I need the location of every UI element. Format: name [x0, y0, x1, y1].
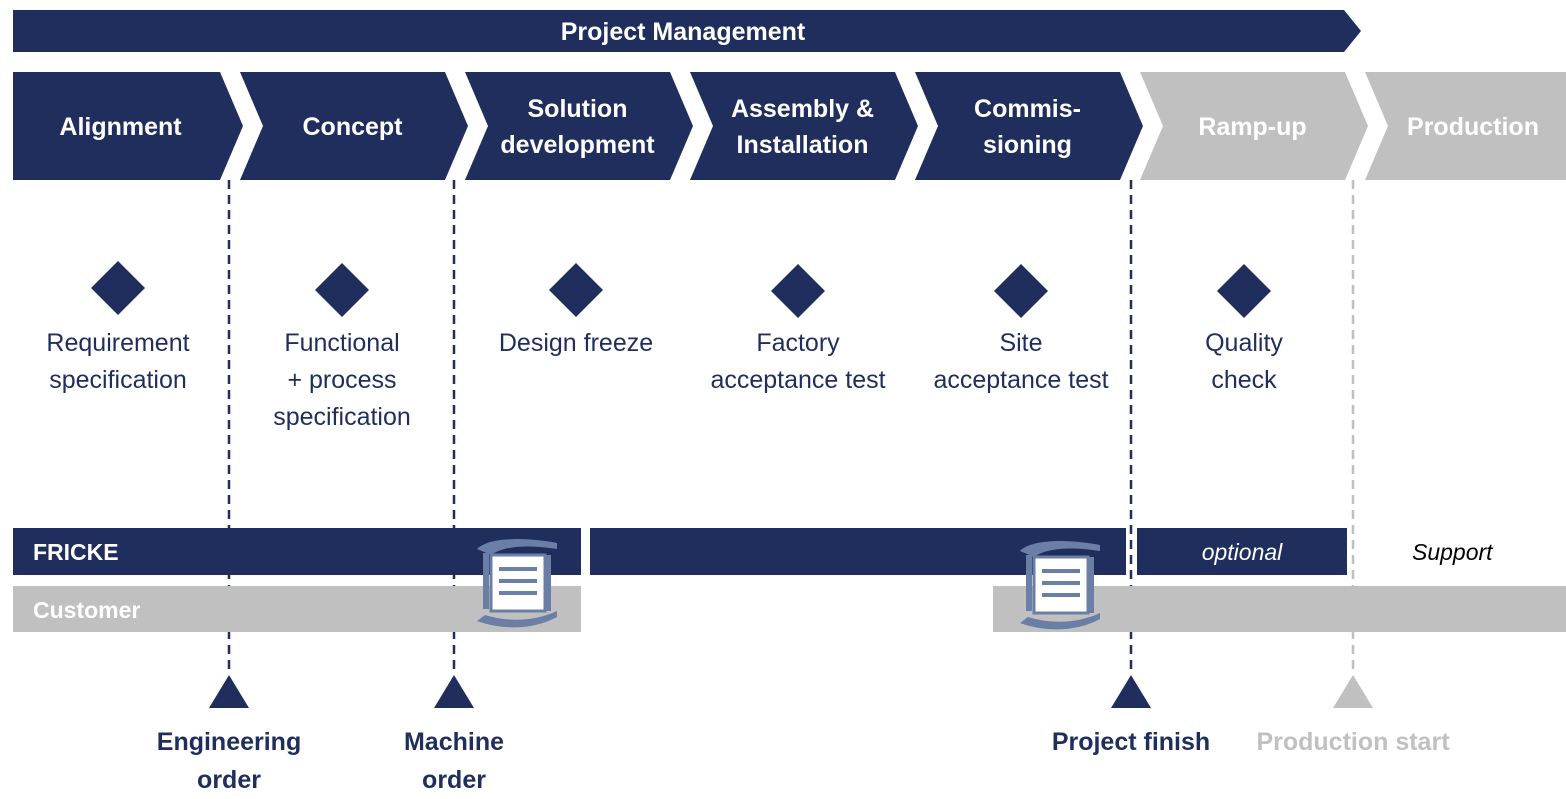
milestone-label-factory-acceptance-test: Factory acceptance test — [710, 329, 886, 394]
gate-triangle-machine-order — [434, 675, 474, 708]
fricke-label: FRICKE — [33, 539, 119, 565]
handover-icon — [477, 539, 557, 628]
milestone-diamond — [994, 264, 1048, 318]
fricke-bar-optional — [1137, 528, 1347, 575]
phase-chevron-commissioning — [915, 72, 1143, 180]
phase-chevron-ramp-up — [1140, 72, 1368, 180]
milestone-diamond — [771, 264, 825, 318]
phase-label-commissioning: Commis- sioning — [974, 95, 1081, 159]
milestone-label-quality-check: Quality check — [1205, 329, 1283, 394]
customer-label: Customer — [33, 597, 141, 623]
gate-triangle-production-start — [1333, 675, 1373, 708]
milestone-diamond — [549, 263, 603, 317]
phase-chevron-solution-development — [465, 72, 693, 180]
phase-label-alignment: Alignment — [59, 113, 182, 141]
optional-label: optional — [1201, 539, 1283, 565]
phase-label-ramp-up: Ramp-up — [1198, 113, 1307, 141]
milestone-label-design-freeze: Design freeze — [498, 329, 654, 357]
support-label: Support — [1412, 539, 1493, 565]
milestone-label-functional-process-specification: Functional + process specification — [273, 329, 411, 431]
gate-label-production-start: Production start — [1256, 728, 1450, 756]
phase-chevron-concept — [240, 72, 468, 180]
gate-triangle-engineering-order — [209, 675, 249, 708]
gate-label-engineering-order: Engineering order — [156, 728, 302, 794]
project-management-label: Project Management — [560, 18, 806, 46]
project-management-banner — [13, 10, 1361, 52]
gate-triangle-project-finish — [1111, 675, 1151, 708]
milestone-label-site-acceptance-test: Site acceptance test — [933, 329, 1109, 394]
phase-chevron-assembly-installation — [690, 72, 918, 180]
phase-label-production: Production — [1407, 113, 1539, 141]
handover-icon — [1020, 541, 1100, 630]
phase-label-solution-development: Solution development — [500, 95, 655, 159]
milestone-diamond — [315, 263, 369, 317]
milestone-diamond — [1217, 264, 1271, 318]
gate-label-project-finish: Project finish — [1051, 728, 1211, 756]
milestone-label-requirement-specification: Requirement specification — [46, 329, 190, 394]
milestone-diamond — [91, 261, 145, 315]
gate-label-machine-order: Machine order — [403, 728, 505, 794]
phase-chevron-alignment — [13, 72, 243, 180]
phase-label-assembly-installation: Assembly & Installation — [730, 95, 875, 159]
phase-label-concept: Concept — [302, 113, 403, 141]
phase-chevron-production — [1365, 72, 1566, 180]
